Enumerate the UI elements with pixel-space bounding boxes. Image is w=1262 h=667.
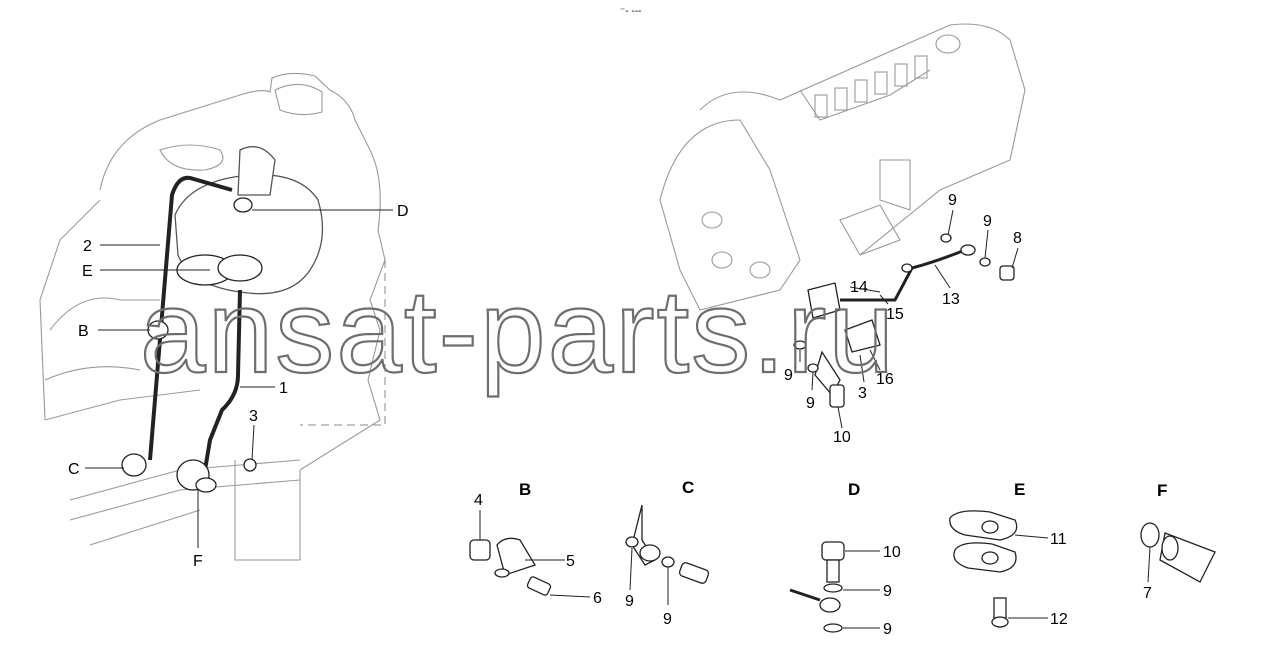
oil-feed-pipe <box>121 175 257 493</box>
detail-d <box>789 541 845 633</box>
callout-10: 10 <box>833 429 851 446</box>
callout-f: F <box>193 553 203 570</box>
detail-d-title: D <box>848 480 860 499</box>
callout-8: 8 <box>1013 230 1022 247</box>
detail-c <box>625 504 710 584</box>
callout-9-low: 9 <box>806 395 815 412</box>
callout-1: 1 <box>279 380 288 397</box>
injection-pump-outline <box>659 23 1026 311</box>
engine-block-outline <box>39 72 386 561</box>
detail-e-label-11: 11 <box>1050 531 1067 548</box>
callout-b: B <box>78 323 89 340</box>
detail-c-title: C <box>682 478 694 497</box>
detail-c-label-9-left: 9 <box>625 593 634 610</box>
callout-9-mid: 9 <box>784 367 793 384</box>
detail-d-label-9-lower: 9 <box>883 621 892 638</box>
turbocharger <box>174 146 324 295</box>
detail-b-label-6: 6 <box>593 590 602 607</box>
return-pipe-assembly <box>793 233 1015 408</box>
watermark-text: ansat-parts.ru <box>140 266 896 398</box>
detail-b-label-4: 4 <box>474 492 483 509</box>
detail-b-title: B <box>519 480 531 499</box>
detail-b-label-5: 5 <box>566 553 575 570</box>
detail-f-label-7: 7 <box>1143 585 1152 602</box>
detail-e-label-12: 12 <box>1050 611 1068 628</box>
detail-c-label-9-right: 9 <box>663 611 672 628</box>
callout-d: D <box>397 203 409 220</box>
callout-c: C <box>68 461 80 478</box>
detail-d-label-10: 10 <box>883 544 901 561</box>
header-mark: ⁻- --- <box>620 6 641 17</box>
leader-lines <box>85 209 1151 629</box>
callout-15: 15 <box>886 306 904 323</box>
detail-labels: B 4 5 6 C 9 9 D 10 9 9 E 11 12 F 7 <box>474 478 1167 638</box>
callout-2: 2 <box>83 238 92 255</box>
callout-9-top-left: 9 <box>948 192 957 209</box>
detail-d-label-9-upper: 9 <box>883 583 892 600</box>
detail-e <box>949 510 1018 628</box>
detail-f <box>1140 522 1216 583</box>
detail-f-title: F <box>1157 481 1167 500</box>
callout-e: E <box>82 263 93 280</box>
callout-3-right: 3 <box>858 385 867 402</box>
detail-b <box>469 537 552 596</box>
callout-14: 14 <box>850 279 868 296</box>
callout-3-left: 3 <box>249 408 258 425</box>
callout-13: 13 <box>942 291 960 308</box>
callout-9-top-right: 9 <box>983 213 992 230</box>
callout-16: 16 <box>876 371 894 388</box>
main-callouts: D 2 E B 1 3 C F 9 9 8 14 13 15 9 16 3 9 … <box>68 192 1022 570</box>
detail-e-title: E <box>1014 480 1025 499</box>
